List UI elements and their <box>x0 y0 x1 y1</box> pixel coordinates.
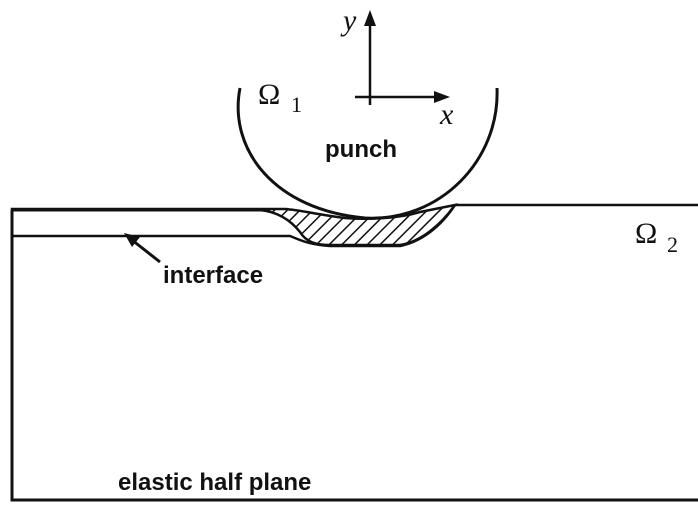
interface-bottom-line <box>12 204 457 248</box>
domain1-subscript: 1 <box>291 92 302 117</box>
half-plane-label: elastic half plane <box>118 469 311 496</box>
interface-label: interface <box>163 262 263 289</box>
y-axis-arrowhead <box>364 10 376 26</box>
axis-x-label: x <box>439 98 454 131</box>
interface-pointer-arrowhead <box>124 233 140 247</box>
domain2-label: Ω <box>635 217 657 250</box>
punch-label: punch <box>325 136 397 163</box>
axis-y-label: y <box>340 4 357 37</box>
domain1-label: Ω <box>258 78 280 111</box>
half-plane-boundary <box>10 210 698 502</box>
domain2-subscript: 2 <box>667 232 678 257</box>
punch-outline <box>236 87 499 220</box>
x-axis-arrowhead <box>434 91 450 103</box>
interface-pointer-line <box>131 238 161 264</box>
